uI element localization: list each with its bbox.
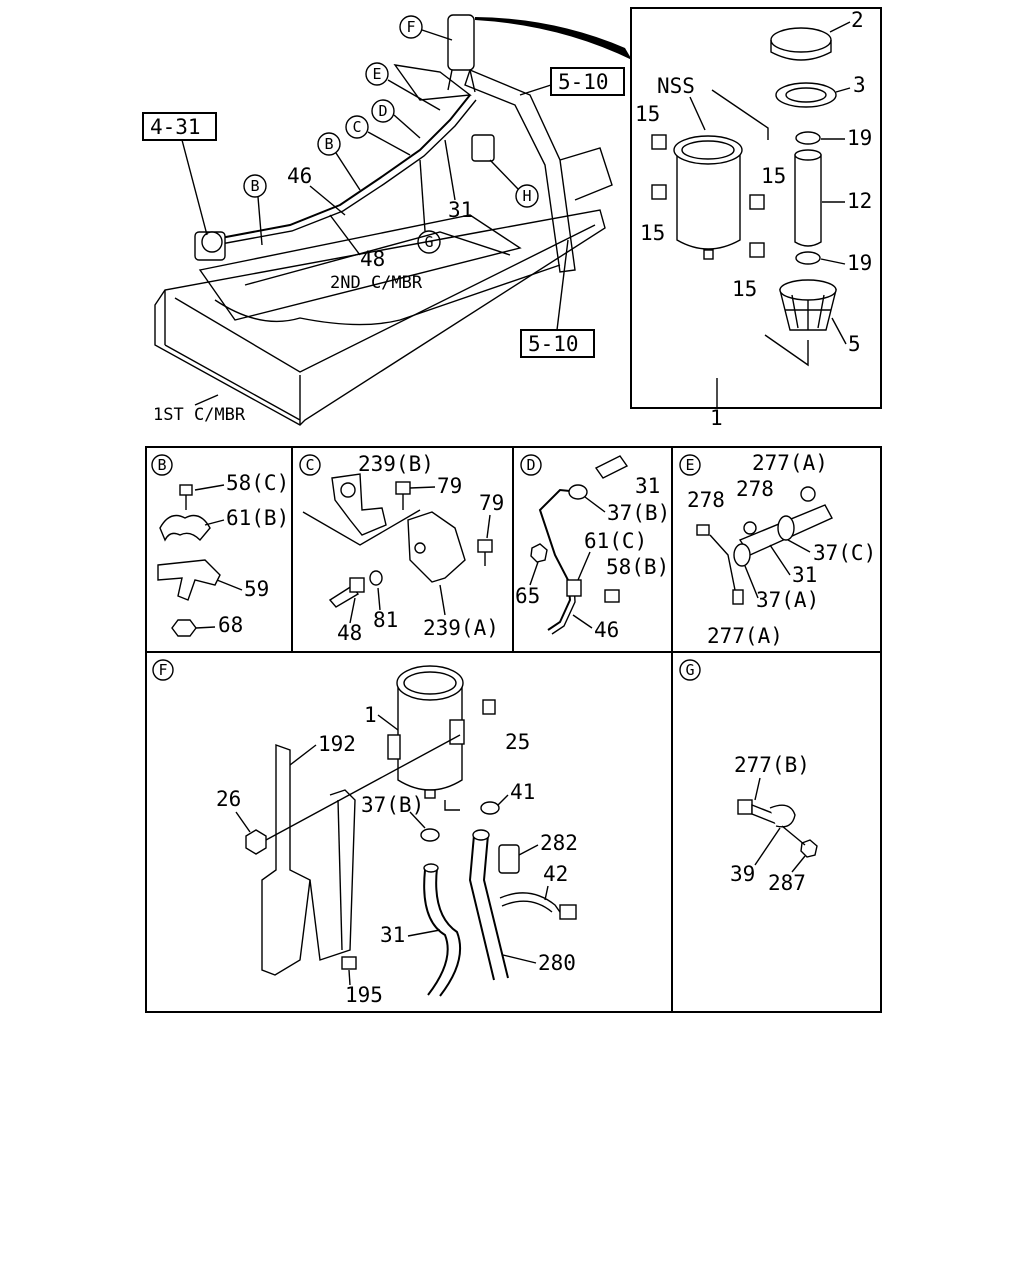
- label-277a-bottom: 277(A): [707, 624, 783, 648]
- label-37c: 37(C): [813, 541, 876, 565]
- label-37a: 37(A): [756, 588, 819, 612]
- label-25: 25: [505, 730, 530, 754]
- label-2nd-c-mbr: 2ND C/MBR: [330, 273, 423, 293]
- svg-text:F: F: [158, 661, 167, 679]
- callout-D[interactable]: D: [371, 99, 395, 123]
- label-15-d: 15: [732, 277, 757, 301]
- label-42: 42: [543, 862, 568, 886]
- label-1st-c-mbr: 1ST C/MBR: [153, 405, 246, 425]
- panel-C: C 239(B) 79 79 48 81 239(A): [299, 452, 504, 645]
- svg-text:D: D: [526, 456, 535, 474]
- svg-text:4-31: 4-31: [150, 115, 201, 139]
- label-58c: 58(C): [226, 471, 289, 495]
- label-2: 2: [851, 8, 864, 32]
- label-65: 65: [515, 584, 540, 608]
- svg-text:E: E: [685, 456, 694, 474]
- svg-text:G: G: [424, 233, 433, 251]
- callout-C[interactable]: C: [345, 115, 369, 139]
- label-278-left: 278: [687, 488, 725, 512]
- label-3: 3: [853, 73, 866, 97]
- label-37b-f: 37(B): [361, 793, 424, 817]
- label-277b: 277(B): [734, 753, 810, 777]
- panel-G: G 277(B) 39 287: [679, 659, 818, 895]
- svg-text:D: D: [378, 102, 387, 120]
- ref-box-5-10-top[interactable]: 5-10: [550, 67, 625, 96]
- detail-grid: [145, 446, 882, 1013]
- label-46: 46: [287, 164, 312, 188]
- panel-B: B 58(C) 61(B) 59 68: [151, 454, 289, 637]
- label-280: 280: [538, 951, 576, 975]
- label-48: 48: [360, 247, 385, 271]
- label-12: 12: [847, 189, 872, 213]
- callout-B-lower[interactable]: B: [243, 174, 267, 198]
- panel-D: D 31 37(B) 61(C) 58(B) 65 46: [515, 454, 670, 642]
- label-239a: 239(A): [423, 616, 499, 640]
- label-282: 282: [540, 831, 578, 855]
- svg-text:F: F: [406, 18, 415, 36]
- label-19-top: 19: [847, 126, 872, 150]
- label-287: 287: [768, 871, 806, 895]
- callout-F[interactable]: F: [399, 15, 423, 39]
- svg-text:C: C: [352, 118, 361, 136]
- label-37b-d: 37(B): [607, 501, 670, 525]
- panel-E-callout[interactable]: E: [679, 454, 701, 476]
- label-59: 59: [244, 577, 269, 601]
- label-79-a: 79: [437, 474, 462, 498]
- svg-text:H: H: [522, 187, 531, 205]
- label-195: 195: [345, 983, 383, 1007]
- label-239b: 239(B): [358, 452, 434, 476]
- svg-text:B: B: [157, 456, 166, 474]
- ref-box-4-31[interactable]: 4-31: [142, 112, 217, 141]
- callout-H[interactable]: H: [515, 184, 539, 208]
- label-15-b: 15: [761, 164, 786, 188]
- label-15-a: 15: [635, 102, 660, 126]
- label-19-bottom: 19: [847, 251, 872, 275]
- svg-text:G: G: [685, 661, 694, 679]
- label-278-right: 278: [736, 477, 774, 501]
- label-79-b: 79: [479, 491, 504, 515]
- filter-detail-drawing: [651, 27, 837, 408]
- callout-E[interactable]: E: [365, 62, 389, 86]
- panel-G-callout[interactable]: G: [679, 659, 701, 681]
- filter-detail-box: [630, 7, 882, 409]
- label-31-f: 31: [380, 923, 405, 947]
- label-31-e: 31: [792, 563, 817, 587]
- panel-D-callout[interactable]: D: [520, 454, 542, 476]
- svg-text:B: B: [250, 177, 259, 195]
- panel-B-callout[interactable]: B: [151, 454, 173, 476]
- panel-C-callout[interactable]: C: [299, 454, 321, 476]
- svg-text:E: E: [372, 65, 381, 83]
- label-61c: 61(C): [584, 529, 647, 553]
- panel-E: E 277(A) 278 278 37(C) 31 37(A) 277(A): [679, 451, 876, 648]
- label-68: 68: [218, 613, 243, 637]
- svg-text:5-10: 5-10: [558, 70, 609, 94]
- label-61b: 61(B): [226, 506, 289, 530]
- label-277a-top: 277(A): [752, 451, 828, 475]
- label-192: 192: [318, 732, 356, 756]
- svg-text:C: C: [305, 456, 314, 474]
- svg-text:B: B: [324, 135, 333, 153]
- label-nss: NSS: [657, 74, 695, 98]
- label-5: 5: [848, 332, 861, 356]
- label-58b: 58(B): [606, 555, 669, 579]
- label-41: 41: [510, 780, 535, 804]
- label-46-d: 46: [594, 618, 619, 642]
- label-15-c: 15: [640, 221, 665, 245]
- svg-text:5-10: 5-10: [528, 332, 579, 356]
- label-26: 26: [216, 787, 241, 811]
- callout-G[interactable]: G: [417, 230, 441, 254]
- overview-drawing: [154, 14, 632, 426]
- label-39: 39: [730, 862, 755, 886]
- ref-box-5-10-bottom[interactable]: 5-10: [520, 329, 595, 358]
- label-31-d: 31: [635, 474, 660, 498]
- callout-B-upper[interactable]: B: [317, 132, 341, 156]
- panel-F-callout[interactable]: F: [152, 659, 174, 681]
- label-1-f: 1: [364, 703, 377, 727]
- label-81: 81: [373, 608, 398, 632]
- label-assembly-1: 1: [710, 406, 723, 430]
- panel-F: F 1 192: [152, 659, 578, 1007]
- label-48-c: 48: [337, 621, 362, 645]
- label-31: 31: [448, 198, 473, 222]
